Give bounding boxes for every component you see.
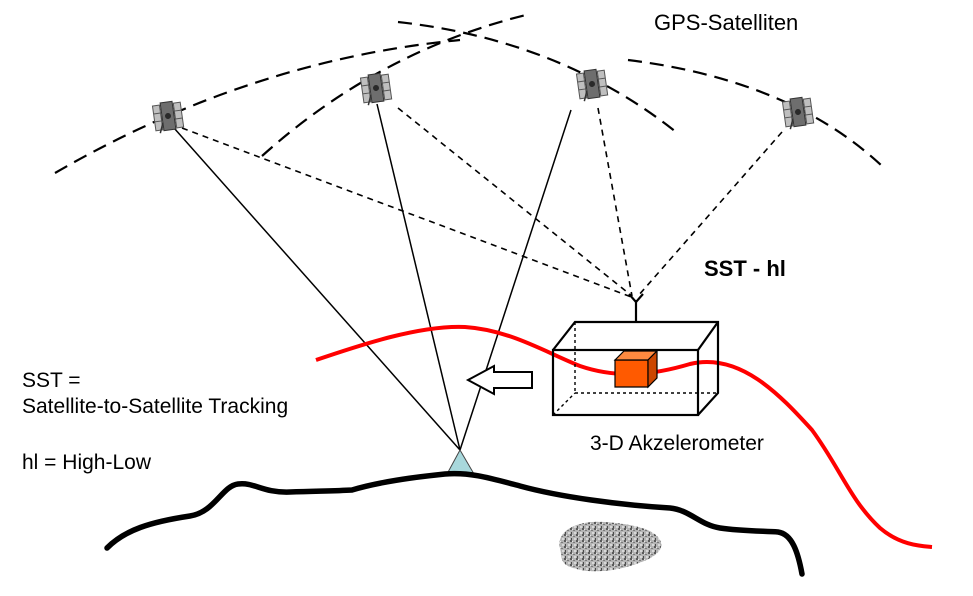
- ground-station-icon: [446, 448, 475, 475]
- orbit-arc: [627, 58, 883, 167]
- accelerometer-box: [551, 320, 720, 417]
- gravity-curve: [315, 324, 933, 549]
- arrow-left-icon: [465, 364, 533, 396]
- orbit-arc: [261, 12, 531, 157]
- antenna-icon: [628, 293, 644, 322]
- satellite-icon: [781, 95, 815, 131]
- ground-links: [173, 103, 572, 451]
- gps-satellites-label: GPS-Satelliten: [654, 10, 799, 35]
- proof-mass: [613, 349, 659, 389]
- satellite-links: [181, 107, 783, 299]
- legend-sst-definition: Satellite-to-Satellite Tracking: [22, 395, 289, 418]
- legend-sst-term: SST =: [22, 369, 81, 392]
- satellite-icon: [359, 71, 393, 107]
- orbit-arc: [397, 20, 677, 133]
- legend-hl-definition: hl = High-Low: [22, 451, 151, 474]
- satellite-icon: [151, 99, 185, 135]
- earth-surface: [104, 470, 805, 577]
- mission-label: SST - hl: [704, 256, 786, 281]
- accelerometer-label: 3-D Akzelerometer: [590, 432, 764, 455]
- mass-anomaly-icon: [559, 521, 662, 572]
- orbit-arc: [54, 38, 461, 174]
- satellite-icon: [575, 67, 609, 103]
- legend: SST = Satellite-to-Satellite Tracking hl…: [22, 368, 288, 476]
